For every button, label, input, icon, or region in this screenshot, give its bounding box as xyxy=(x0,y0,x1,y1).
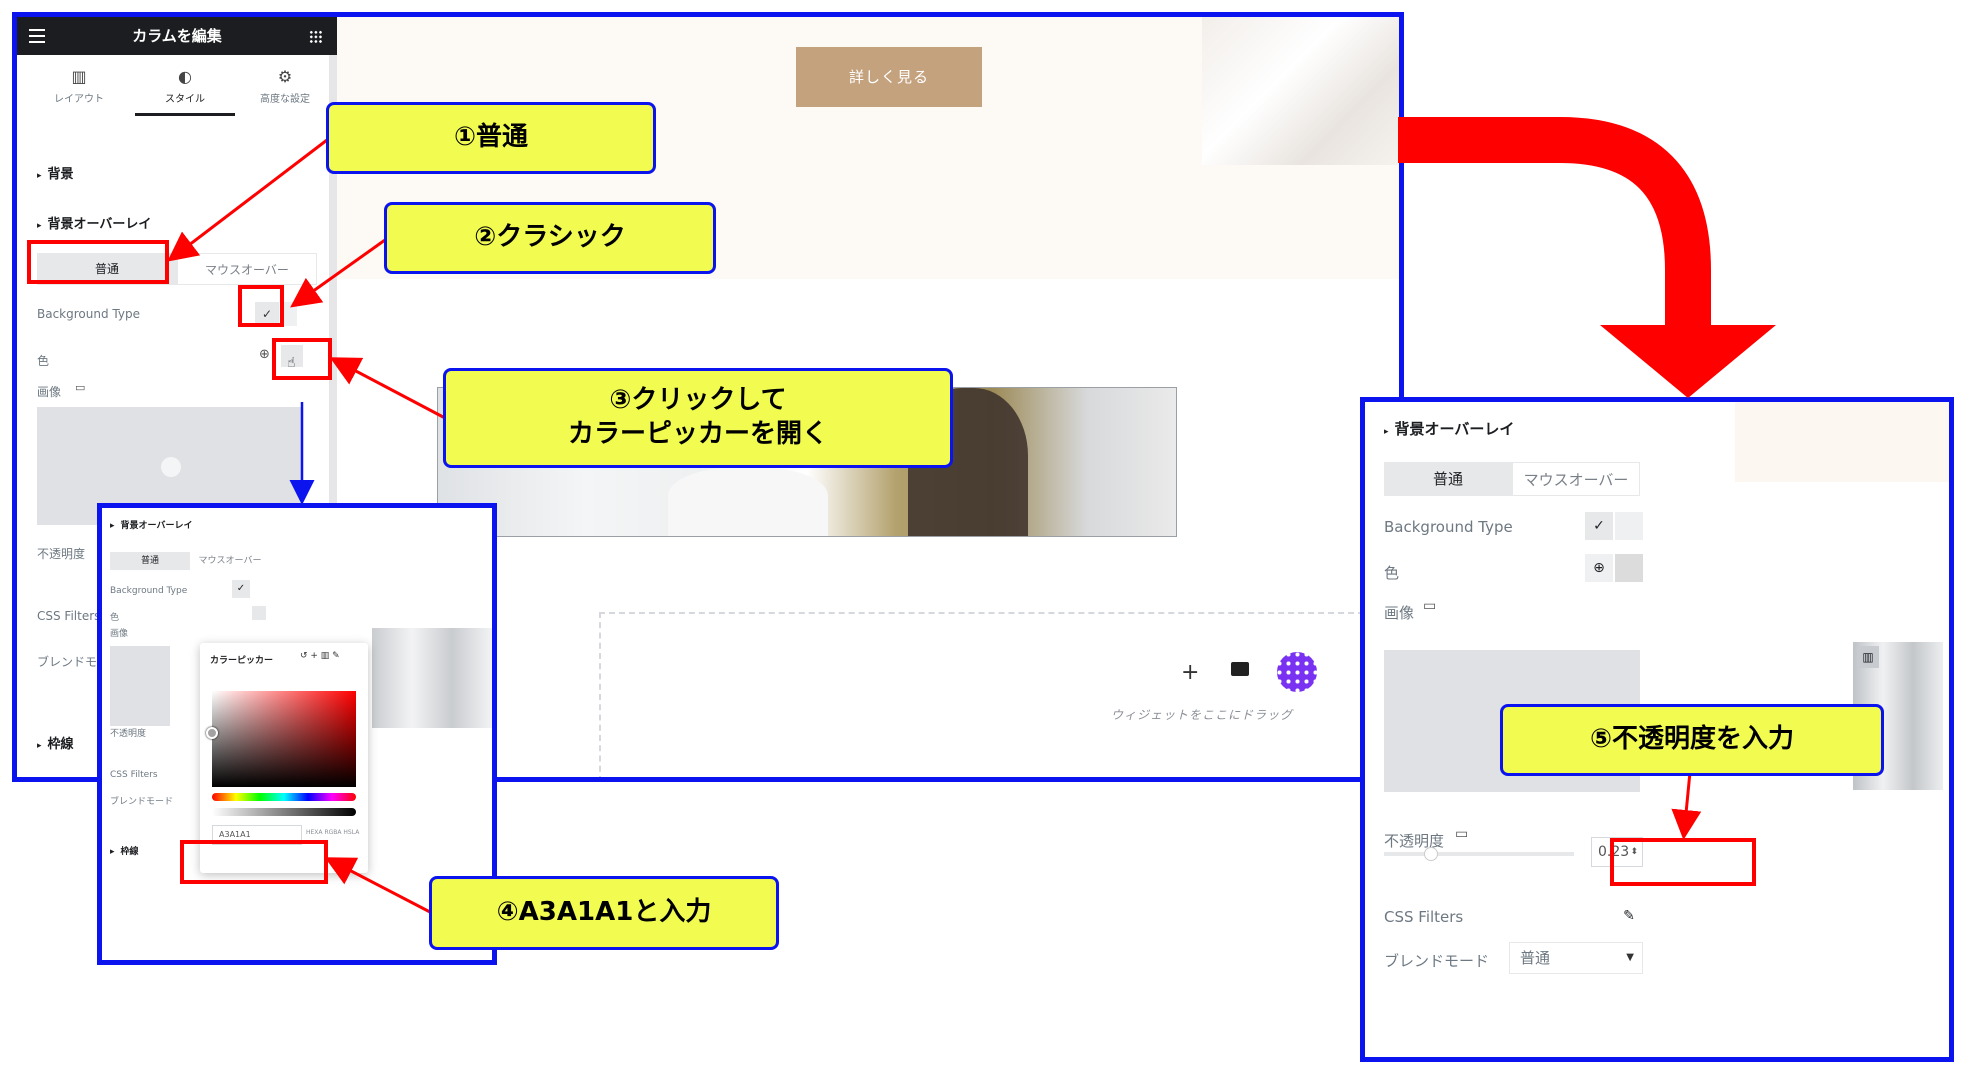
callout-step-2: ②クラシック xyxy=(384,202,716,274)
gear-icon: ⚙ xyxy=(277,67,293,86)
classic-brush-icon[interactable]: ✓ xyxy=(232,580,250,598)
sidebar-title: カラムを編集 xyxy=(132,27,222,45)
section-background-overlay[interactable]: 背景オーバーレイ xyxy=(110,518,193,531)
background-type-label: Background Type xyxy=(1384,518,1513,536)
cursor-hand-icon: ☝ xyxy=(287,355,296,371)
background-type-label: Background Type xyxy=(110,586,188,596)
callout-step-1: ①普通 xyxy=(326,102,656,174)
alpha-slider[interactable] xyxy=(212,808,356,816)
image-label: 画像 xyxy=(37,385,62,399)
color-label: 色 xyxy=(110,613,120,623)
color-label: 色 xyxy=(37,354,50,368)
opacity-label: 不透明度 xyxy=(1384,832,1445,850)
color-picker-popup: カラーピッカー ↺ + ▥ ✎ A3A1A1 HEXA RGBA HSLA xyxy=(200,643,368,873)
color-swatch-button[interactable] xyxy=(1615,554,1643,582)
format-options[interactable]: HEXA RGBA HSLA xyxy=(306,829,360,836)
picker-toolbar-icons[interactable]: ↺ + ▥ ✎ xyxy=(300,651,340,661)
folder-icon[interactable] xyxy=(1231,662,1249,676)
blend-mode-label: ブレンドモード xyxy=(1384,952,1490,970)
opacity-label: 不透明度 xyxy=(110,729,147,739)
globe-icon[interactable]: ⊕ xyxy=(1585,554,1613,582)
column-handle-icon[interactable]: ▥ xyxy=(1857,646,1879,668)
drop-zone-text: ウィジェットをここにドラッグ xyxy=(1111,708,1294,722)
layout-icon: ▥ xyxy=(71,67,87,86)
canvas-hero-fragment xyxy=(1735,402,1949,482)
state-switcher: 普通 マウスオーバー xyxy=(37,253,317,285)
state-normal-tab[interactable]: 普通 xyxy=(1384,462,1512,496)
image-label: 画像 xyxy=(110,629,129,639)
widgets-grid-icon[interactable] xyxy=(309,30,323,44)
widget-drop-zone[interactable]: + ウィジェットをここにドラッグ xyxy=(599,612,1399,777)
image-label: 画像 xyxy=(1384,604,1415,622)
state-normal-tab[interactable]: 普通 xyxy=(37,253,177,285)
state-normal-tab[interactable]: 普通 xyxy=(110,552,190,570)
opacity-label: 不透明度 xyxy=(37,547,86,561)
add-section-icon[interactable]: + xyxy=(1181,660,1200,685)
state-hover-tab[interactable]: マウスオーバー xyxy=(1512,462,1640,496)
active-tab-indicator xyxy=(135,113,235,116)
photo-figure-shirt xyxy=(668,468,828,536)
classic-brush-icon[interactable]: ✓ xyxy=(255,302,279,326)
sidebar-header: カラムを編集 xyxy=(17,17,337,55)
menu-icon[interactable] xyxy=(29,29,45,43)
tab-style[interactable]: ◐ スタイル xyxy=(135,67,235,105)
add-image-icon[interactable] xyxy=(161,457,181,477)
image-placeholder[interactable] xyxy=(110,646,170,726)
color-picker-title: カラーピッカー xyxy=(210,656,274,666)
css-filters-label: CSS Filters xyxy=(37,609,101,623)
saturation-value-area[interactable] xyxy=(212,691,356,787)
highlight-opacity-input xyxy=(1610,838,1756,886)
gradient-icon[interactable] xyxy=(1615,512,1643,540)
opacity-slider[interactable] xyxy=(1384,847,1574,861)
section-border[interactable]: 枠線 xyxy=(110,844,139,857)
callout-step-3: ③クリックして カラーピッカーを開く xyxy=(443,368,953,468)
tab-layout[interactable]: ▥ レイアウト xyxy=(29,67,129,105)
drop-zone-actions: + xyxy=(1181,652,1341,692)
state-hover-tab[interactable]: マウスオーバー xyxy=(198,556,262,566)
state-hover-tab[interactable]: マウスオーバー xyxy=(177,253,317,285)
color-swatch-button[interactable] xyxy=(281,345,303,367)
chevron-down-icon: ▼ xyxy=(1626,952,1634,963)
globe-icon[interactable]: ⊕ xyxy=(259,347,270,362)
sidebar-tabs: ▥ レイアウト ◐ スタイル ⚙ 高度な設定 xyxy=(17,57,337,129)
background-type-label: Background Type xyxy=(37,307,140,321)
tab-advanced[interactable]: ⚙ 高度な設定 xyxy=(235,67,335,105)
hue-slider[interactable] xyxy=(212,793,356,801)
css-filters-label: CSS Filters xyxy=(110,770,158,780)
classic-brush-icon[interactable]: ✓ xyxy=(1585,512,1613,540)
canvas-photo-fragment xyxy=(372,628,492,728)
section-border[interactable]: 枠線 xyxy=(37,733,74,752)
hex-input[interactable]: A3A1A1 xyxy=(212,825,302,845)
css-filters-label: CSS Filters xyxy=(1384,908,1464,926)
section-background-overlay[interactable]: 背景オーバーレイ xyxy=(1384,418,1515,439)
blend-mode-label: ブレンドモード xyxy=(110,797,174,807)
color-label: 色 xyxy=(1384,564,1400,582)
desktop-icon[interactable]: ▭ xyxy=(1455,826,1469,842)
opacity-slider-handle[interactable] xyxy=(1424,847,1438,861)
callout-step-5: ⑤不透明度を入力 xyxy=(1500,704,1884,776)
gradient-icon[interactable] xyxy=(283,302,297,326)
read-more-button[interactable]: 詳しく見る xyxy=(796,47,982,107)
edit-pencil-icon[interactable]: ✎ xyxy=(1615,902,1643,930)
section-background[interactable]: 背景 xyxy=(37,163,74,182)
color-picker-handle[interactable] xyxy=(206,727,218,739)
blend-mode-select[interactable]: 普通 ▼ xyxy=(1509,942,1643,974)
hero-photo xyxy=(1202,17,1399,165)
contrast-icon: ◐ xyxy=(178,67,192,86)
state-switcher: 普通 マウスオーバー xyxy=(1384,462,1640,496)
color-swatch-button[interactable] xyxy=(252,606,266,620)
highlight-classic-button xyxy=(238,285,284,327)
state-switcher: 普通 マウスオーバー xyxy=(110,552,270,570)
elementor-templates-icon[interactable] xyxy=(1277,652,1317,692)
desktop-icon[interactable]: ▭ xyxy=(75,381,86,394)
spinner-arrows-icon[interactable]: ⬍ xyxy=(1630,847,1638,857)
section-background-overlay[interactable]: 背景オーバーレイ xyxy=(37,213,152,232)
highlight-normal-tab xyxy=(27,240,169,284)
desktop-icon[interactable]: ▭ xyxy=(1423,598,1437,614)
callout-step-4: ④A3A1A1と入力 xyxy=(429,876,779,950)
